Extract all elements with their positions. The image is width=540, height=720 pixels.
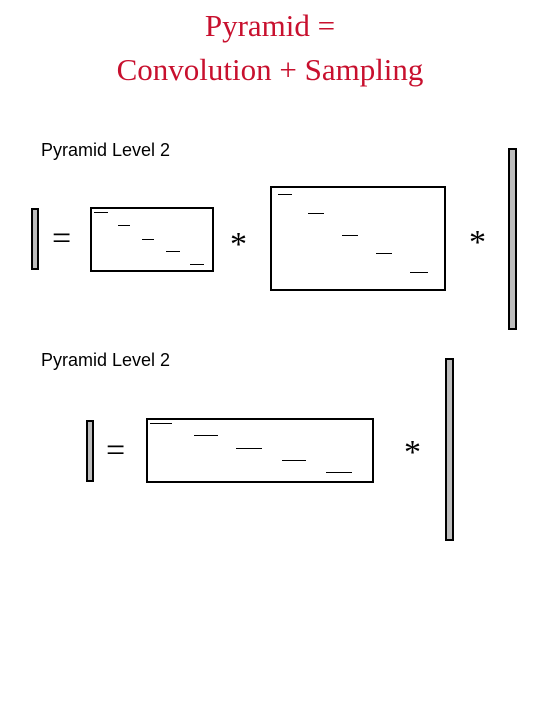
convolve-symbol-3: * — [404, 434, 421, 471]
combined-matrix-2 — [146, 418, 374, 483]
matrix-entry — [376, 253, 392, 254]
downsample-matrix-1 — [90, 207, 214, 272]
matrix-entry — [342, 235, 358, 236]
equals-sign-2: = — [106, 432, 126, 469]
section-label-2: Pyramid Level 2 — [41, 350, 171, 370]
page-title-line2: Convolution + Sampling — [116, 52, 424, 87]
input-vector-2 — [445, 358, 454, 541]
matrix-entry — [118, 225, 130, 226]
result-vector-2 — [86, 420, 94, 482]
matrix-entry — [142, 239, 154, 240]
matrix-entry — [278, 194, 292, 195]
section-label-1: Pyramid Level 2 — [41, 140, 171, 160]
matrix-entry — [236, 448, 262, 449]
matrix-entry — [190, 264, 204, 265]
matrix-entry — [166, 251, 180, 252]
matrix-entry — [150, 423, 172, 424]
matrix-entry — [94, 212, 108, 213]
filter-matrix-1 — [270, 186, 446, 291]
matrix-entry — [282, 460, 306, 461]
result-vector-1 — [31, 208, 39, 270]
equals-sign-1: = — [52, 220, 72, 257]
page-title-line1: Pyramid = — [204, 8, 336, 43]
matrix-entry — [410, 272, 428, 273]
matrix-entry — [308, 213, 324, 214]
input-vector-1 — [508, 148, 517, 330]
convolve-symbol-1: * — [230, 226, 247, 263]
matrix-entry — [194, 435, 218, 436]
matrix-entry — [326, 472, 352, 473]
convolve-symbol-2: * — [469, 224, 486, 261]
